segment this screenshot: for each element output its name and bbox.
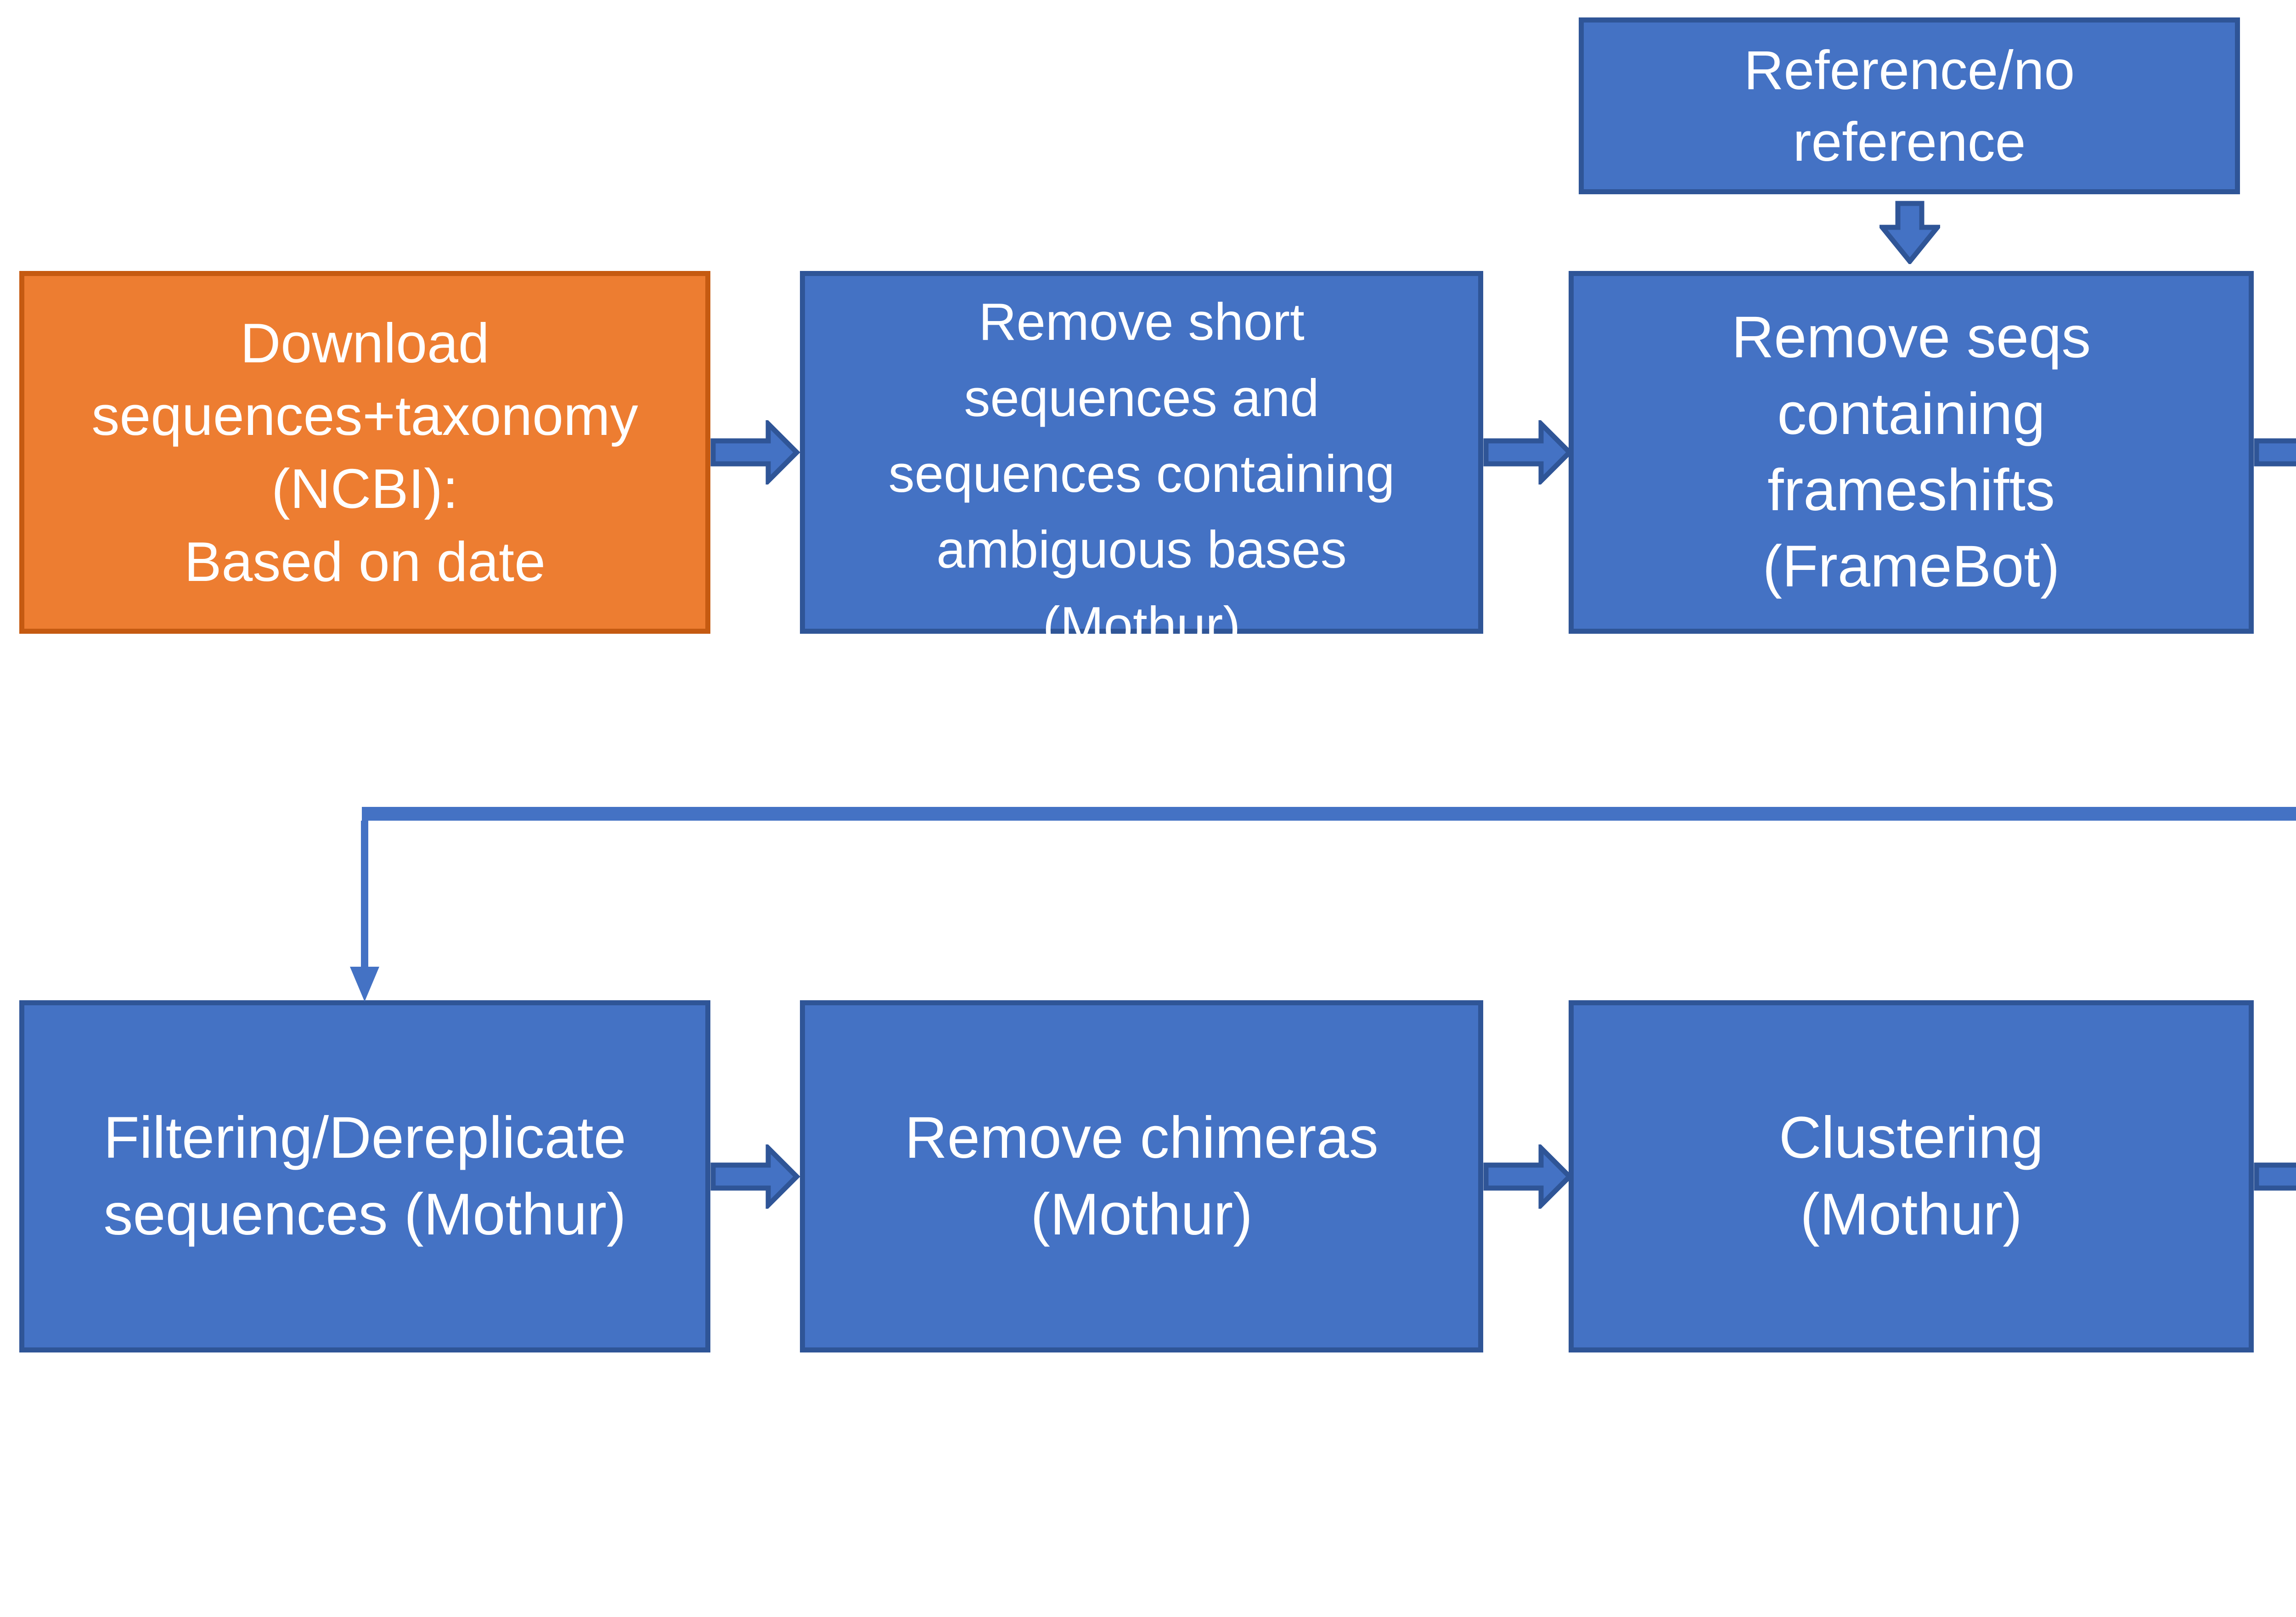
node-label: Remove seqs containing frameshifts (Fram…	[1731, 304, 2091, 600]
arrow-right-icon	[710, 420, 800, 485]
node-label: Reference/no reference	[1744, 39, 2075, 173]
node-download-sequences: Download sequences+taxonomy (NCBI): Base…	[19, 271, 710, 634]
node-remove-frameshifts: Remove seqs containing frameshifts (Fram…	[1569, 271, 2254, 634]
node-filtering-dereplicate: Filtering/Dereplicate sequences (Mothur)	[19, 1000, 710, 1352]
node-label: Download sequences+taxonomy (NCBI): Base…	[91, 311, 638, 593]
node-label: Clustering (Mothur)	[1778, 1105, 2044, 1247]
arrow-right-icon	[710, 1144, 800, 1209]
arrow-right-icon	[1483, 420, 1573, 485]
node-label: Filtering/Dereplicate sequences (Mothur)	[103, 1105, 626, 1247]
arrow-down-icon	[1880, 201, 1940, 264]
node-label: Remove short sequences and sequences con…	[888, 293, 1395, 655]
connector-arrowhead-icon	[350, 967, 379, 1002]
elbow-connector-horizontal-segment	[362, 807, 2296, 821]
arrow-right-icon	[2254, 1162, 2296, 1191]
node-remove-chimeras: Remove chimeras (Mothur)	[800, 1000, 1483, 1352]
node-label: Remove chimeras (Mothur)	[905, 1105, 1379, 1247]
arrow-right-icon	[1483, 1144, 1573, 1209]
node-remove-short-sequences: Remove short sequences and sequences con…	[800, 271, 1483, 655]
node-clustering: Clustering (Mothur)	[1569, 1000, 2254, 1352]
arrow-right-icon	[2254, 438, 2296, 467]
elbow-connector-drop-segment	[361, 821, 368, 970]
node-reference-choice: Reference/no reference	[1579, 17, 2240, 194]
